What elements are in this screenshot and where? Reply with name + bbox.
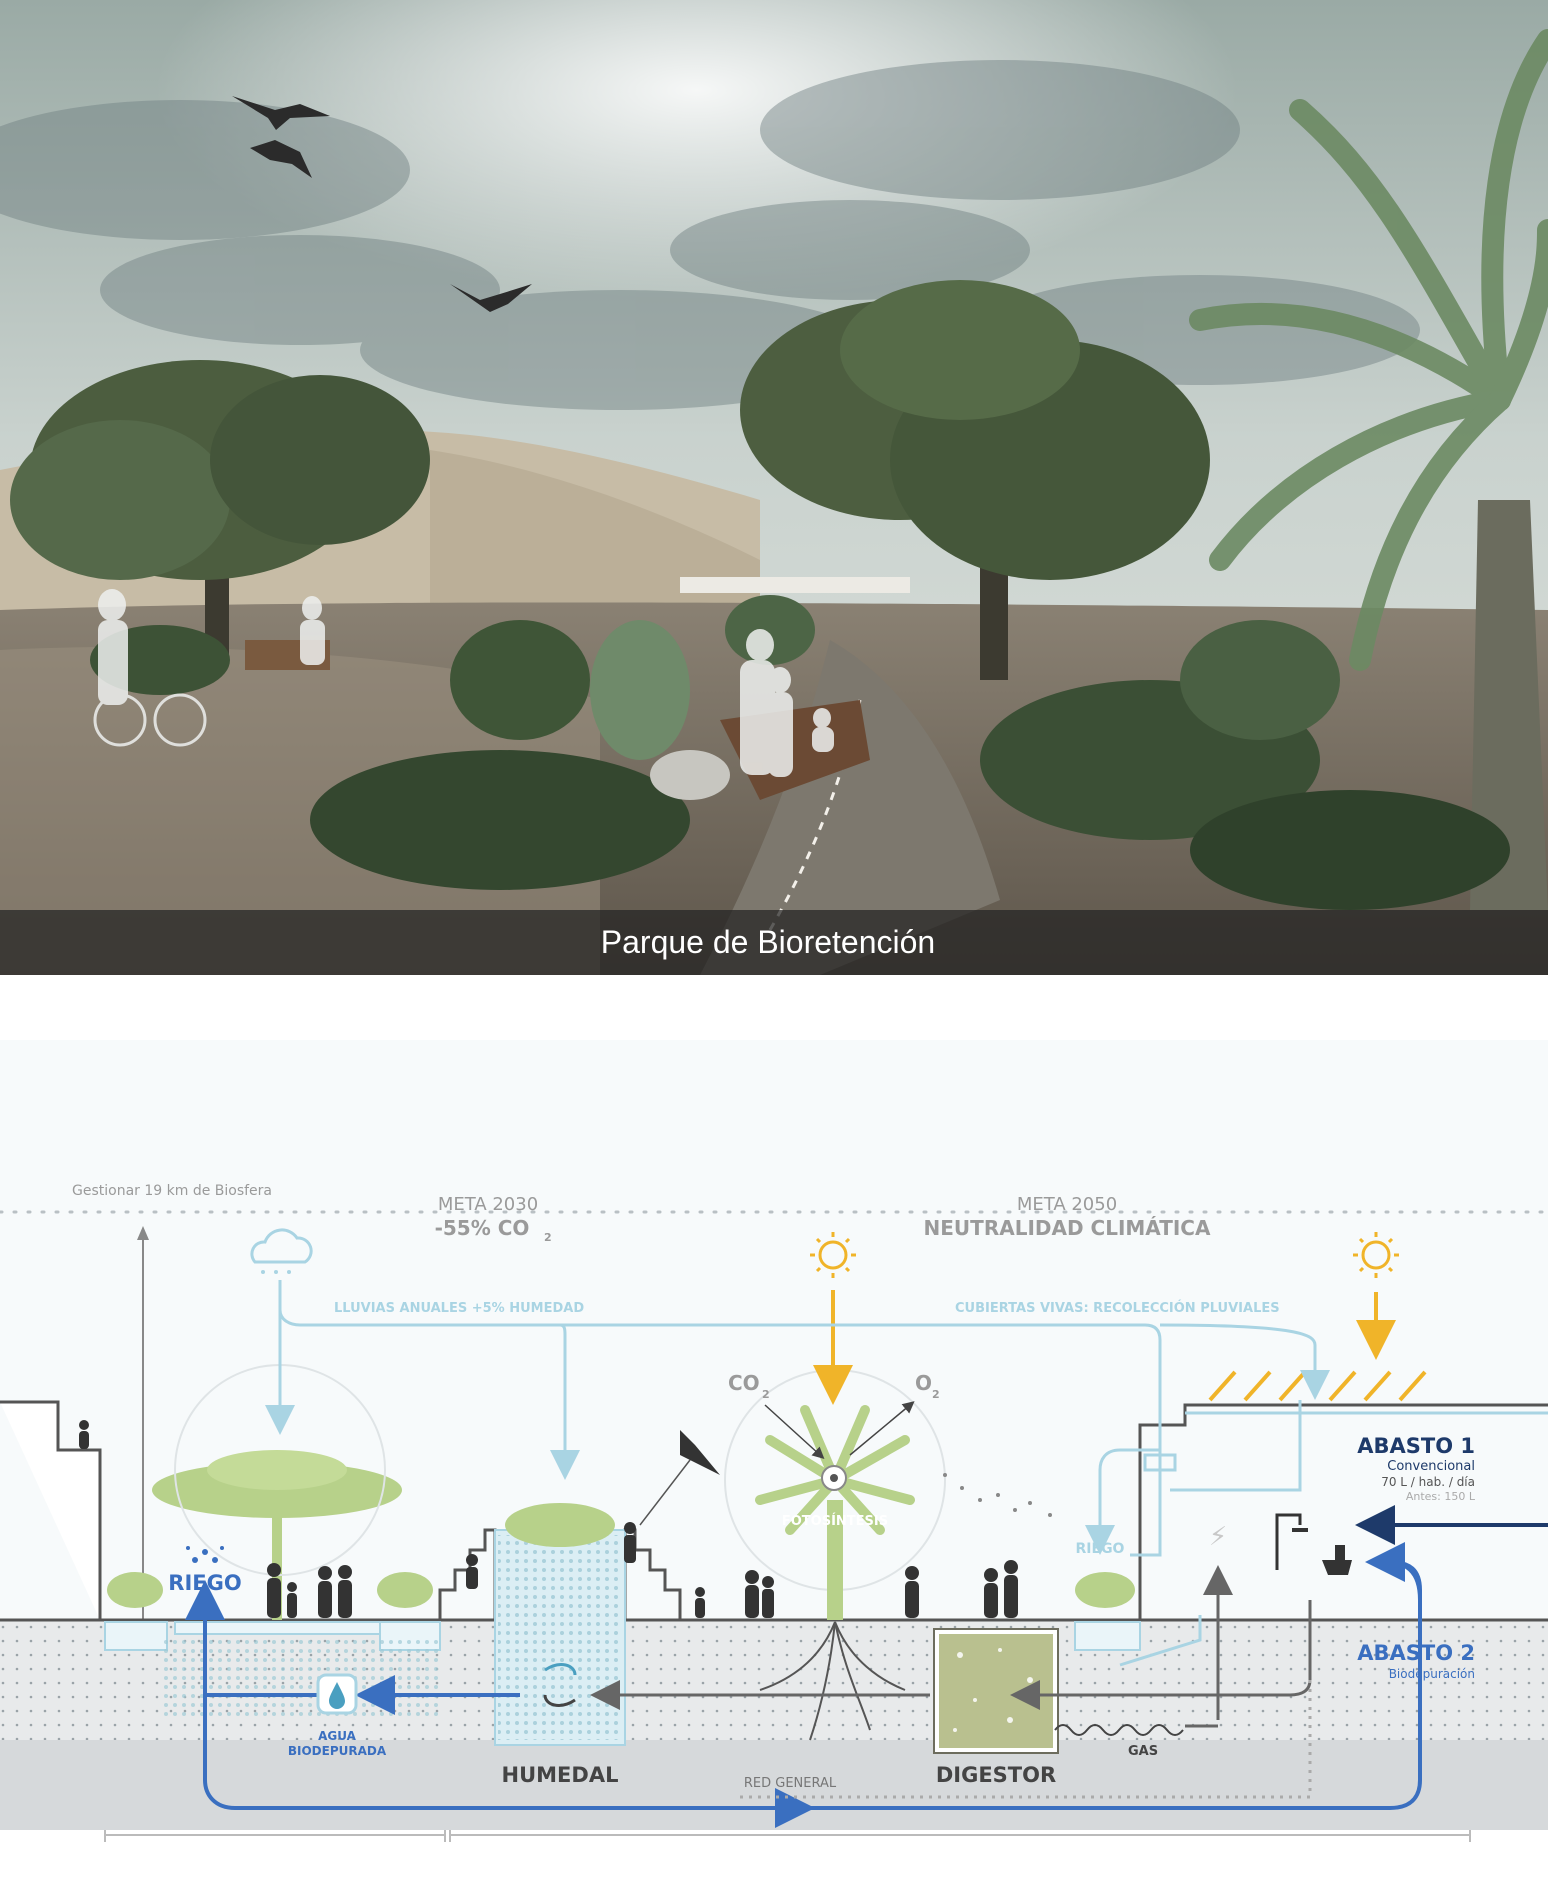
- meta-2030-sub: 2: [544, 1231, 552, 1244]
- photosynthesis-label: FOTOSÍNTESIS: [782, 1513, 888, 1529]
- palm-tree: [1189, 29, 1548, 910]
- humedal-plants: [505, 1503, 615, 1547]
- sun-icon-center: [810, 1232, 856, 1278]
- abasto1-title: ABASTO 1: [1357, 1434, 1475, 1458]
- gas-pipe: [1054, 1724, 1184, 1736]
- irrigation-troughs: [104, 1621, 1141, 1651]
- birds: [232, 96, 532, 312]
- people-icons: [79, 1420, 1018, 1618]
- humedal-label: HUMEDAL: [502, 1763, 619, 1787]
- tree-icon-left: [152, 1364, 402, 1620]
- co2-sub: 2: [762, 1388, 770, 1401]
- sprinkler-icon: [186, 1546, 224, 1563]
- gas-label: GAS: [1128, 1744, 1158, 1759]
- o2-sub: 2: [932, 1388, 940, 1401]
- rain-label: LLUVIAS ANUALES +5% HUMEDAD: [334, 1301, 584, 1316]
- scale-label: Gestionar 19 km de Biosfera: [72, 1183, 272, 1199]
- red-general-label: RED GENERAL: [744, 1776, 837, 1791]
- photo-caption: Parque de Bioretención: [601, 924, 935, 960]
- dimension-lines: [104, 1828, 1471, 1842]
- agua-label-2: BIODEPURADA: [288, 1744, 387, 1758]
- roof-label: CUBIERTAS VIVAS: RECOLECCIÓN PLUVIALES: [955, 1300, 1280, 1316]
- riego-left-label: RIEGO: [168, 1571, 241, 1595]
- floating-seeds: [943, 1473, 1052, 1517]
- lightning-icon: ⚡: [1209, 1522, 1227, 1552]
- caption-bar: [0, 910, 1548, 975]
- meta-2030-value: -55% CO: [435, 1216, 530, 1240]
- small-plants: [107, 1572, 1135, 1608]
- tree-center: [740, 280, 1210, 680]
- abasto2-line1: Biodepuración: [1389, 1667, 1475, 1681]
- abasto2-title: ABASTO 2: [1357, 1641, 1475, 1665]
- rain-cloud-icon: [250, 1228, 313, 1274]
- red-general-line: [740, 1680, 1312, 1799]
- rainwater-flow: [265, 1280, 1330, 1667]
- deep-soil: [0, 1740, 1548, 1830]
- meta-2050-value: NEUTRALIDAD CLIMÁTICA: [924, 1216, 1211, 1240]
- co2-label: CO: [728, 1371, 760, 1395]
- gravel-path: [700, 640, 1000, 975]
- solar-panels: [1208, 1370, 1427, 1402]
- people-silhouettes: [93, 589, 834, 777]
- agua-label-1: AGUA: [318, 1729, 357, 1743]
- kite-string: [639, 1459, 691, 1526]
- shrubs: [90, 595, 1510, 910]
- right-building: [1138, 1403, 1548, 1620]
- sun-icon-right: [1353, 1232, 1399, 1278]
- toilet-icon: [1322, 1545, 1352, 1575]
- tree-left: [10, 360, 430, 660]
- village: [680, 577, 910, 593]
- meta-2050-title: META 2050: [1017, 1194, 1117, 1215]
- riego-right-label: RIEGO: [1076, 1541, 1125, 1557]
- water-cycle-diagram: Gestionar 19 km de Biosfera META 2030 -5…: [0, 975, 1548, 1878]
- meta-2030-title: META 2030: [438, 1194, 538, 1215]
- abasto1-line2: 70 L / hab. / día: [1381, 1475, 1475, 1489]
- o2-label: O: [915, 1371, 932, 1395]
- digestor-tank: [935, 1630, 1057, 1752]
- shower-icon: [1275, 1513, 1308, 1570]
- abasto1-line3: Antes: 150 L: [1406, 1490, 1476, 1503]
- clouds: [0, 60, 1420, 410]
- abasto1-line1: Convencional: [1387, 1459, 1475, 1474]
- landscape-render: Parque de Bioretención: [0, 0, 1548, 975]
- left-building: [0, 1400, 102, 1620]
- digestor-label: DIGESTOR: [936, 1763, 1056, 1787]
- recycled-water-flow: [185, 1542, 1422, 1828]
